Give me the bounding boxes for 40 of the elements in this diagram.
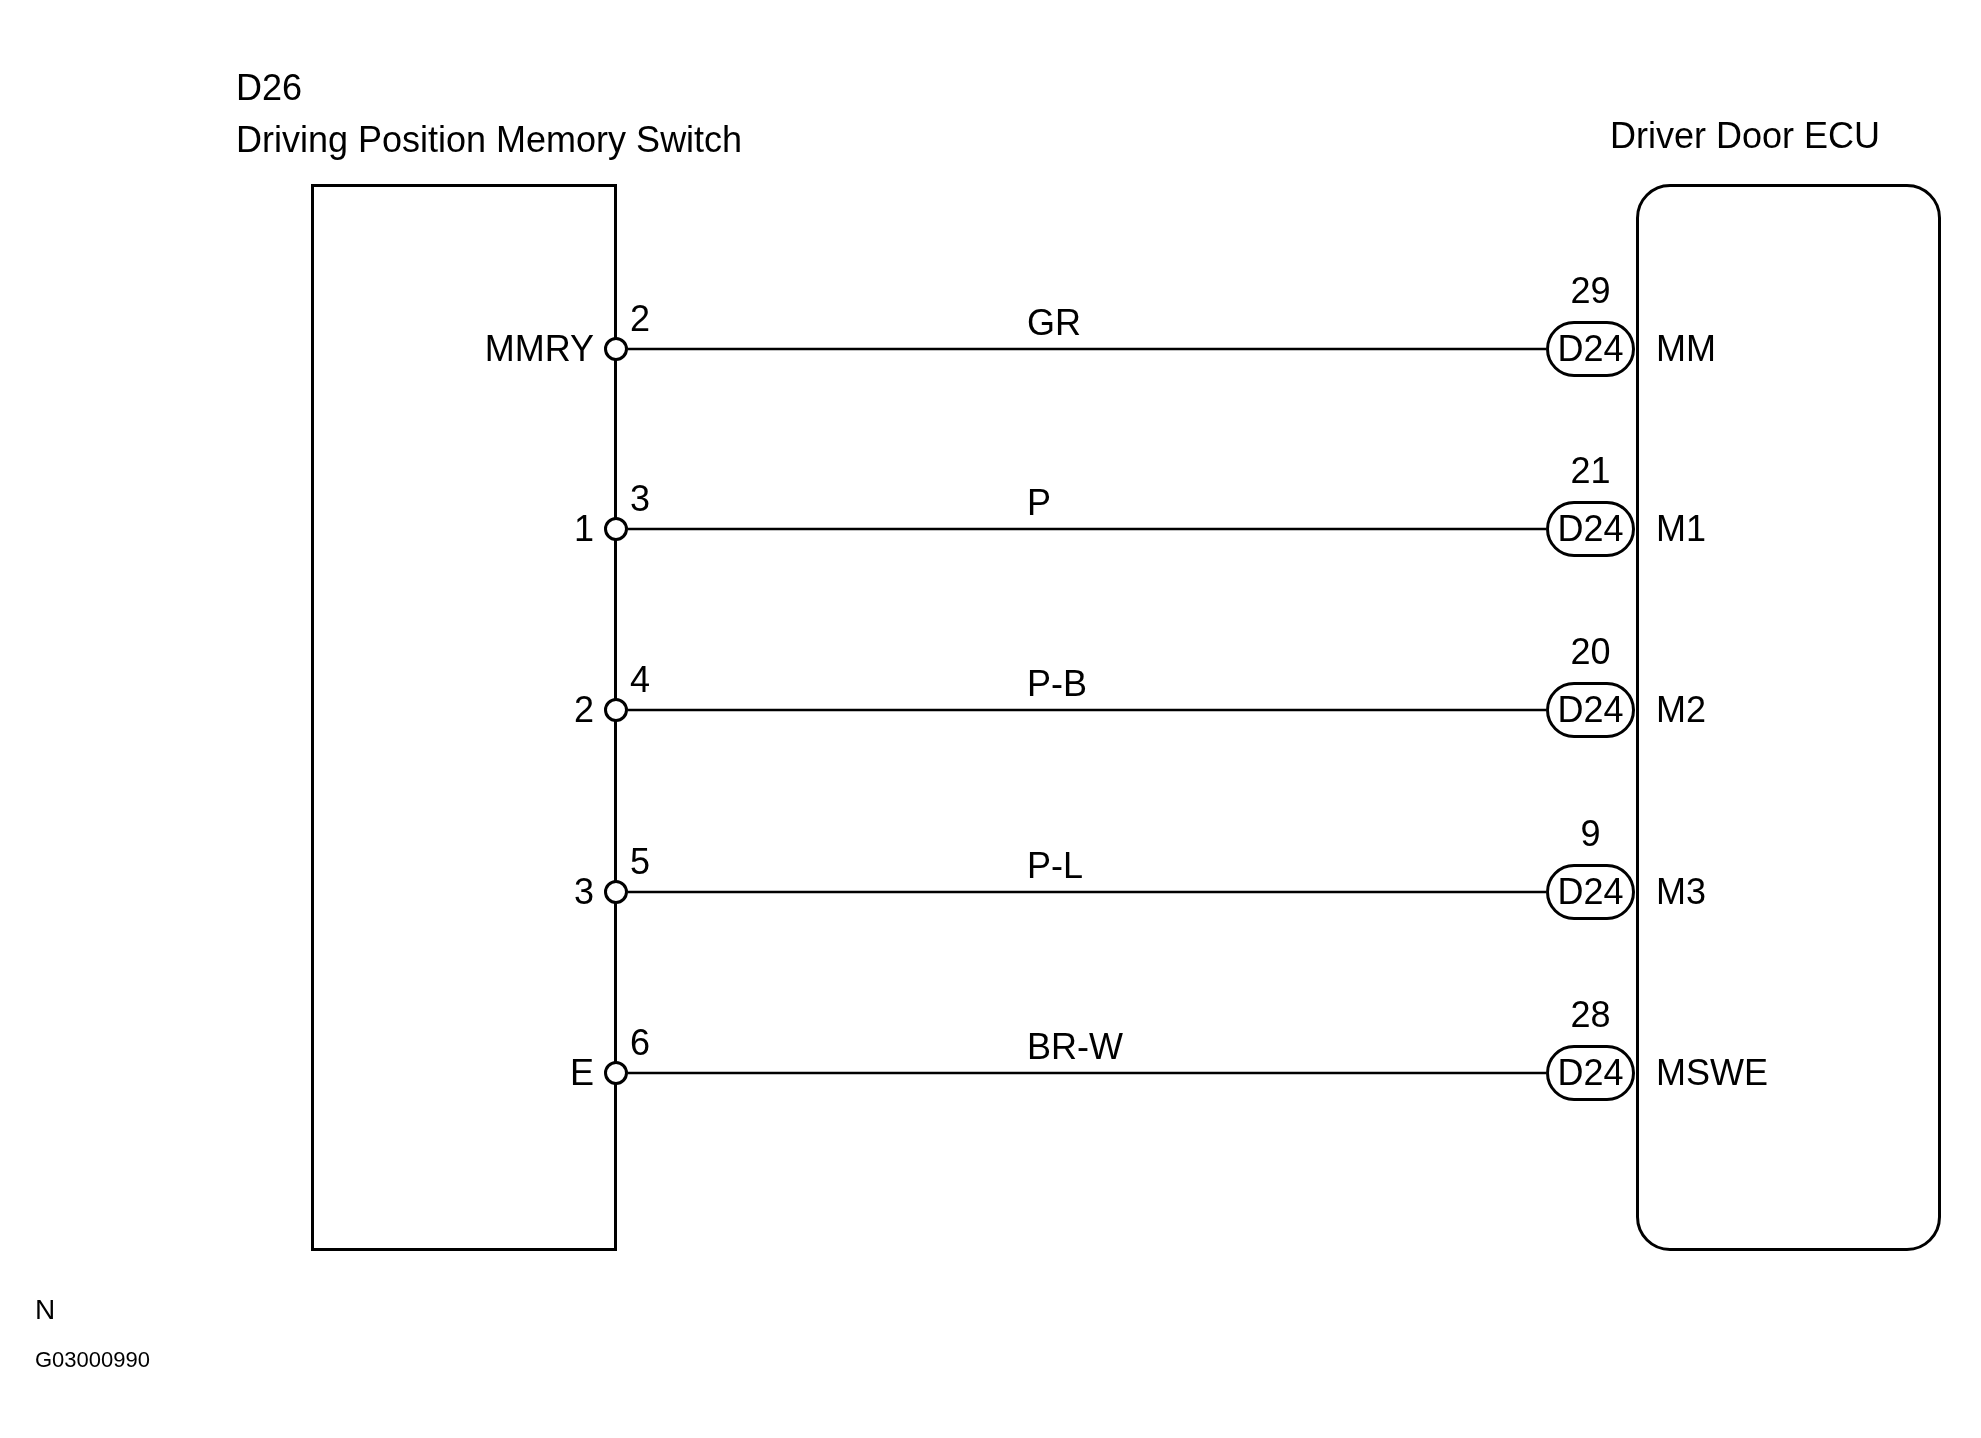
pin-number: 4 bbox=[630, 660, 651, 700]
pin-number: 29 bbox=[1569, 271, 1612, 311]
wire-color-label: P bbox=[1027, 483, 1051, 523]
wire-color-label: GR bbox=[1027, 303, 1081, 343]
pin-number: 5 bbox=[630, 842, 651, 882]
wire bbox=[628, 527, 1546, 531]
pin-number: 6 bbox=[630, 1023, 651, 1063]
pin-number: 21 bbox=[1569, 451, 1612, 491]
terminal-label: 2 bbox=[572, 690, 594, 730]
component-name: Driving Position Memory Switch bbox=[236, 120, 743, 160]
terminal-circle bbox=[604, 880, 628, 904]
terminal-label: 1 bbox=[572, 509, 594, 549]
pin-name: M3 bbox=[1656, 872, 1706, 912]
wire-color-label: P-B bbox=[1027, 664, 1087, 704]
terminal-circle bbox=[604, 517, 628, 541]
wire bbox=[628, 708, 1546, 712]
wire-color-label: P-L bbox=[1027, 846, 1084, 886]
wire bbox=[628, 890, 1546, 894]
wire bbox=[628, 1071, 1546, 1075]
pin-number: 2 bbox=[630, 299, 651, 339]
wire-color-label: BR-W bbox=[1027, 1027, 1123, 1067]
wire bbox=[628, 347, 1546, 351]
pin-name: M2 bbox=[1656, 690, 1706, 730]
component-name: Driver Door ECU bbox=[1610, 116, 1881, 156]
terminal-label: MMRY bbox=[483, 329, 594, 369]
connector-code: D26 bbox=[236, 68, 303, 108]
note-letter: N bbox=[35, 1293, 56, 1327]
figure-code: G03000990 bbox=[35, 1346, 150, 1374]
pin-name: MSWE bbox=[1656, 1053, 1768, 1093]
pin-number: 3 bbox=[630, 479, 651, 519]
terminal-circle bbox=[604, 337, 628, 361]
terminal-label: 3 bbox=[572, 872, 594, 912]
pin-name: M1 bbox=[1656, 509, 1706, 549]
terminal-label: E bbox=[569, 1053, 594, 1093]
pin-number: 9 bbox=[1579, 814, 1602, 854]
terminal-circle bbox=[604, 1061, 628, 1085]
pin-name: MM bbox=[1656, 329, 1716, 369]
pin-number: 20 bbox=[1569, 632, 1612, 672]
terminal-circle bbox=[604, 698, 628, 722]
pin-number: 28 bbox=[1569, 995, 1612, 1035]
